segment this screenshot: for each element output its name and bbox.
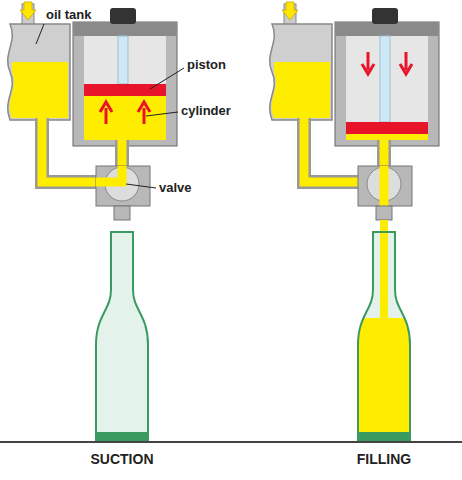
piston [84,84,166,96]
tank-oil [10,62,68,118]
leader-line [150,68,184,89]
cylinder-oil [84,96,166,140]
up-arrows [100,102,150,124]
bottle-oil [352,318,416,442]
filled-bottle [358,232,410,440]
cylinder-port-oil [380,140,389,168]
cylinder-cap [73,22,177,36]
suction-assembly [8,2,177,440]
ground-line [0,441,462,443]
piston-rod [380,36,390,122]
actuator-knob [372,8,398,24]
stage-caption: SUCTION [91,452,154,467]
cylinder-port [115,140,129,168]
cylinder-chamber [346,36,428,140]
part-label: cylinder [181,104,231,118]
oil-tank [8,24,70,120]
valve-passage [96,166,122,182]
bottle-base [97,432,147,440]
inlet-arrow [282,2,298,20]
cylinder-chamber [84,36,166,140]
cylinder-port-oil [118,140,127,168]
cylinder-housing [335,22,439,146]
piston [346,122,428,134]
down-arrows [362,52,412,74]
filling-assembly [270,2,439,442]
empty-bottle [96,232,148,440]
tank-oil [272,62,330,118]
oil-tank [270,24,332,120]
valve-passage [380,166,389,206]
oil-stream [380,220,388,320]
piston-rod [118,36,128,84]
actuator-knob [110,8,136,24]
leader-line [126,184,156,188]
cylinder-cap [335,22,439,36]
leader-line [146,112,178,116]
nozzle [376,206,392,220]
valve-body [358,166,412,206]
inlet-arrow [20,2,36,20]
leader-line [36,24,44,44]
nozzle [114,206,130,220]
part-label: piston [187,58,226,72]
bottle-base [359,432,409,440]
part-label: oil tank [46,8,92,22]
cylinder-oil [346,134,428,140]
cylinder-housing [73,22,177,146]
part-label: valve [159,181,192,195]
cylinder-port [377,140,391,168]
stage-caption: FILLING [357,452,411,467]
